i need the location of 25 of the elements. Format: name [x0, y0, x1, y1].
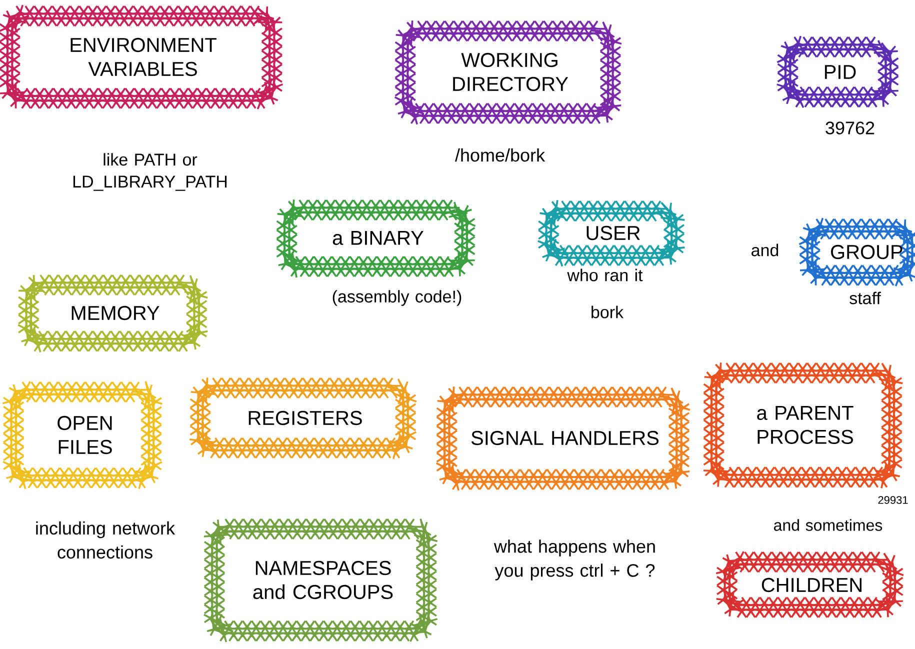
wavy-box: NAMESPACES and CGROUPS: [203, 518, 438, 643]
caption-text: including network connections: [36, 521, 176, 559]
wavy-box: ENVIRONMENT VARIABLES: [0, 4, 284, 110]
wavy-box: MEMORY: [17, 274, 209, 354]
label-text: and: [752, 244, 778, 256]
wavy-box: a BINARY: [276, 198, 476, 278]
caption-text: bork: [592, 306, 624, 318]
caption-text: staff: [850, 292, 881, 304]
caption-text: who ran it: [567, 268, 643, 282]
label-text: and sometimes: [774, 519, 882, 531]
caption-text: like PATH or LD_LIBRARY_PATH: [73, 153, 227, 191]
wavy-box: REGISTERS: [188, 376, 418, 460]
wavy-box: CHILDREN: [715, 550, 904, 618]
wavy-box: USER: [537, 199, 686, 268]
wavy-box: PID: [776, 35, 900, 108]
wavy-box: a PARENT PROCESS: [702, 362, 904, 490]
caption-text: 39762: [826, 122, 874, 134]
caption-text: 29931: [878, 496, 908, 504]
wavy-box: WORKING DIRECTORY: [394, 20, 622, 126]
wavy-box: GROUP: [798, 217, 915, 287]
wavy-box: SIGNAL HANDLERS: [435, 386, 691, 492]
caption-text: (assembly code!): [332, 290, 462, 306]
caption-text: /home/bork: [454, 148, 546, 162]
wavy-box: OPEN FILES: [2, 380, 164, 490]
caption-text: what happens when you press ctrl + C ?: [494, 540, 655, 580]
